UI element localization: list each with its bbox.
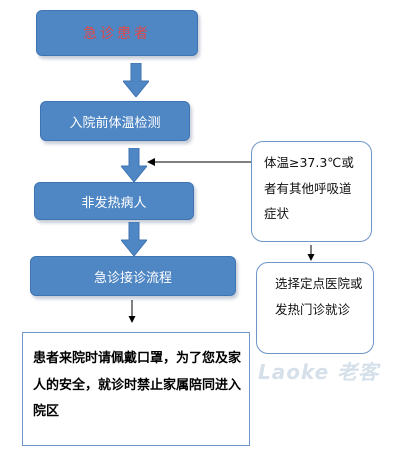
- step-label: 急诊接诊流程: [93, 270, 172, 286]
- watermark-logo: Laoke 老客: [258, 360, 380, 384]
- down-arrowhead-icon: [307, 254, 315, 261]
- warning-box: 患者来院时请佩戴口罩，为了您及家人的安全，就诊时禁止家属陪同进入院区: [22, 332, 250, 446]
- step-non-fever-patient: 非发热病人: [34, 182, 194, 220]
- step-reception-process: 急诊接诊流程: [30, 256, 236, 296]
- down-arrow-icon: [121, 148, 147, 182]
- note-text: 体温≥37.3℃或者有其他呼吸道症状: [264, 155, 354, 222]
- down-arrow-icon: [121, 222, 147, 256]
- note-fever-action: 选择定点医院或发热门诊就诊: [256, 262, 374, 354]
- down-arrow-icon: [123, 63, 149, 97]
- step-label: 入院前体温检测: [69, 115, 161, 131]
- step-emergency-patient: 急诊患者: [36, 10, 198, 56]
- note-text: 选择定点医院或发热门诊就诊: [275, 276, 363, 317]
- warning-text: 患者来院时请佩戴口罩，为了您及家人的安全，就诊时禁止家属陪同进入院区: [33, 351, 242, 420]
- step-label: 非发热病人: [81, 195, 147, 211]
- left-arrowhead-icon: [147, 158, 155, 166]
- note-fever-condition: 体温≥37.3℃或者有其他呼吸道症状: [251, 141, 372, 242]
- down-arrowhead-icon: [128, 316, 136, 323]
- step-label: 急诊患者: [83, 26, 151, 42]
- step-temperature-check: 入院前体温检测: [40, 101, 190, 141]
